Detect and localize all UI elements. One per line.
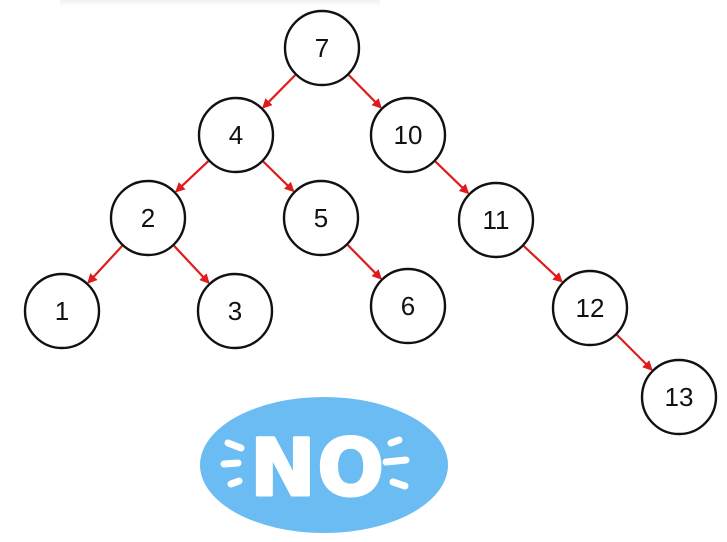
node-circle	[109, 179, 187, 257]
node-label: 7	[315, 33, 329, 63]
badge-sparkle-right	[382, 436, 410, 490]
edge-10-to-11	[434, 160, 470, 195]
badge-text: NO	[250, 424, 386, 514]
tree-node-4: 4	[197, 96, 275, 174]
tree-node-3: 3	[196, 272, 274, 350]
tree-node-1: 1	[23, 272, 101, 350]
tree-node-12: 12	[551, 269, 629, 347]
node-label: 10	[394, 120, 423, 150]
tree-node-6: 6	[369, 267, 447, 345]
tree-node-11: 11	[457, 181, 535, 259]
edge-11-to-12	[522, 245, 563, 283]
edge-4-to-5	[262, 160, 295, 193]
tree-node-10: 10	[369, 96, 447, 174]
no-badge: NO	[200, 397, 448, 533]
node-label: 4	[229, 120, 243, 150]
tree-node-5: 5	[282, 179, 360, 257]
node-label: 6	[401, 291, 415, 321]
edge-2-to-3	[173, 245, 210, 284]
edge-12-to-13	[616, 334, 653, 371]
node-label: 5	[314, 203, 328, 233]
node-circle	[369, 96, 447, 174]
node-label: 11	[483, 205, 510, 235]
node-circle	[457, 181, 535, 259]
edge-7-to-4	[261, 74, 297, 109]
edge-2-to-1	[87, 245, 124, 284]
edges-layer	[87, 74, 653, 371]
node-circle	[196, 272, 274, 350]
node-circle	[640, 358, 718, 436]
badge-sparkle-left	[220, 439, 245, 488]
node-label: 3	[228, 296, 242, 326]
node-label: 13	[665, 382, 694, 412]
edge-7-to-10	[347, 74, 383, 109]
edge-4-to-2	[174, 160, 210, 193]
node-label: 1	[55, 296, 69, 326]
badge-ellipse	[200, 397, 448, 533]
node-label: 2	[141, 203, 155, 233]
top-edge-shadow	[60, 0, 380, 6]
node-label: 12	[576, 293, 605, 323]
node-circle	[369, 267, 447, 345]
node-circle	[283, 9, 361, 87]
tree-node-2: 2	[109, 179, 187, 257]
node-circle	[23, 272, 101, 350]
tree-node-13: 13	[640, 358, 718, 436]
node-circle	[282, 179, 360, 257]
tree-node-7: 7	[283, 9, 361, 87]
edge-5-to-6	[346, 244, 383, 280]
node-circle	[197, 96, 275, 174]
node-circle	[551, 269, 629, 347]
